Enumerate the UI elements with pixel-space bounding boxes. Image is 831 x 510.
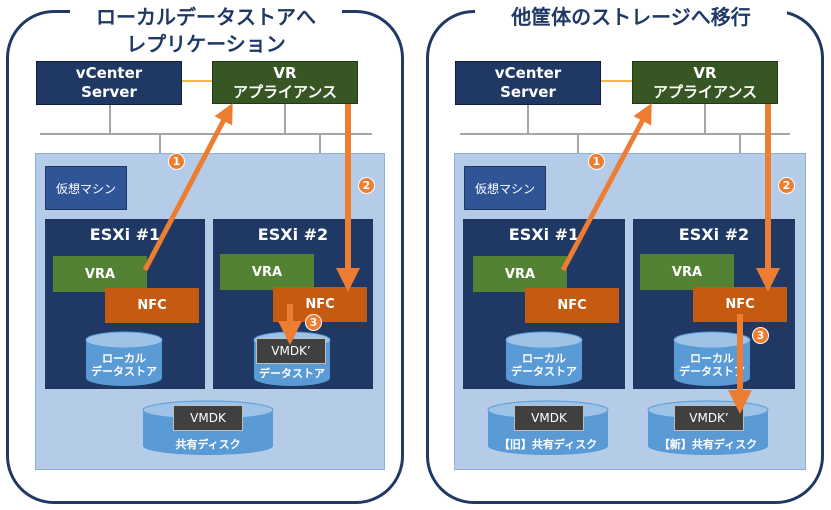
- right-local-datastore1-cylinder: [505, 331, 583, 386]
- right-local-datastore1-label: ローカル データストア: [511, 352, 577, 378]
- right-step-1-badge: 1: [588, 153, 605, 170]
- arrow-1: [142, 103, 233, 272]
- right-esxi1-title: ESXi #1: [508, 225, 580, 244]
- vcenter-server-box: vCenter Server: [36, 61, 182, 105]
- right-title: 他筐体のストレージへ移行: [475, 4, 787, 31]
- esxi1-title: ESXi #1: [89, 225, 161, 244]
- nfc1-box: NFC: [105, 288, 199, 323]
- old-shared-disk-label: 【旧】共有ディスク: [498, 438, 598, 451]
- datastore-label: データストア: [259, 367, 325, 380]
- left-title-line1: ローカルデータストアへ: [96, 5, 316, 29]
- new-shared-disk-label: 【新】共有ディスク: [658, 438, 758, 451]
- step-1-badge: 1: [168, 153, 185, 170]
- right-vra2-box: VRA: [640, 254, 734, 290]
- vmdk-old-box: VMDK: [514, 405, 584, 431]
- right-esxi2-title: ESXi #2: [678, 225, 750, 244]
- right-arrow-1: [560, 103, 652, 272]
- right-step-2-badge: 2: [778, 177, 795, 194]
- step-2-badge: 2: [358, 177, 375, 194]
- left-title-line2: レプリケーション: [126, 32, 286, 56]
- vra2-box: VRA: [220, 254, 314, 290]
- vr-appliance-box: VR アプライアンス: [212, 61, 358, 104]
- right-vcenter-server-box: vCenter Server: [455, 61, 601, 105]
- right-vra1-box: VRA: [473, 256, 567, 292]
- vmdk-box: VMDK: [173, 405, 243, 431]
- left-title: ローカルデータストアへ レプリケーション: [70, 4, 342, 58]
- right-step-3-badge: 3: [752, 327, 769, 344]
- right-vm-label: 仮想マシン: [464, 166, 546, 210]
- esxi2-title: ESXi #2: [257, 225, 329, 244]
- right-local-datastore2-label: ローカル データストア: [679, 352, 745, 378]
- vm-label: 仮想マシン: [45, 166, 127, 210]
- vra-box: VRA: [53, 256, 147, 292]
- shared-disk-label: 共有ディスク: [175, 438, 241, 451]
- vra2-label: VRA: [251, 264, 283, 280]
- step-3-badge: 3: [305, 314, 322, 331]
- right-local-datastore2-cylinder: [673, 331, 751, 386]
- local-datastore-label: ローカル データストア: [91, 352, 157, 378]
- right-nfc1-box: NFC: [525, 288, 619, 323]
- local-datastore-cylinder: [85, 331, 163, 386]
- right-vr-appliance-box: VR アプライアンス: [632, 61, 778, 104]
